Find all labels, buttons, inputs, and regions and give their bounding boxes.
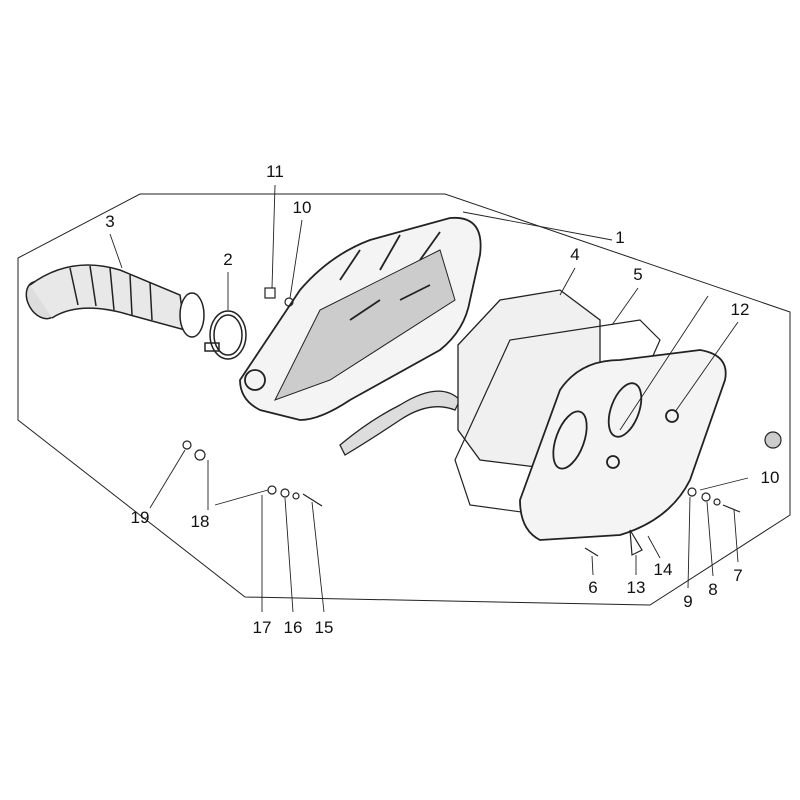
assembly-outline bbox=[17, 193, 791, 606]
part-label-16: 16 bbox=[283, 618, 303, 637]
breather-tube bbox=[339, 390, 461, 456]
intake-hose bbox=[25, 264, 205, 338]
leader-lines bbox=[109, 184, 749, 613]
part-label-19: 19 bbox=[130, 508, 150, 527]
part-label-8: 8 bbox=[708, 580, 718, 599]
part-label-18: 18 bbox=[190, 512, 210, 531]
part-label-4: 4 bbox=[570, 245, 580, 264]
gasket bbox=[454, 319, 661, 521]
part-label-3: 3 bbox=[105, 212, 115, 231]
part-label-2: 2 bbox=[223, 250, 233, 269]
part-label-14: 14 bbox=[653, 560, 673, 579]
part-label-9: 9 bbox=[683, 592, 693, 611]
part-label-10b: 10 bbox=[760, 468, 780, 487]
part-label-1: 1 bbox=[615, 228, 625, 247]
hose-clamp bbox=[204, 310, 247, 360]
part-label-12: 12 bbox=[730, 300, 750, 319]
part-label-7: 7 bbox=[733, 566, 743, 585]
filter-housing bbox=[239, 216, 482, 421]
part-label-17: 17 bbox=[252, 618, 272, 637]
part-label-5: 5 bbox=[633, 265, 643, 284]
part-label-6: 6 bbox=[588, 578, 598, 597]
part-label-10: 10 bbox=[292, 198, 312, 217]
part-label-13: 13 bbox=[626, 578, 646, 597]
part-label-15: 15 bbox=[314, 618, 334, 637]
filter-cover bbox=[519, 349, 727, 541]
fasteners bbox=[182, 287, 782, 557]
part-label-11: 11 bbox=[266, 162, 284, 181]
